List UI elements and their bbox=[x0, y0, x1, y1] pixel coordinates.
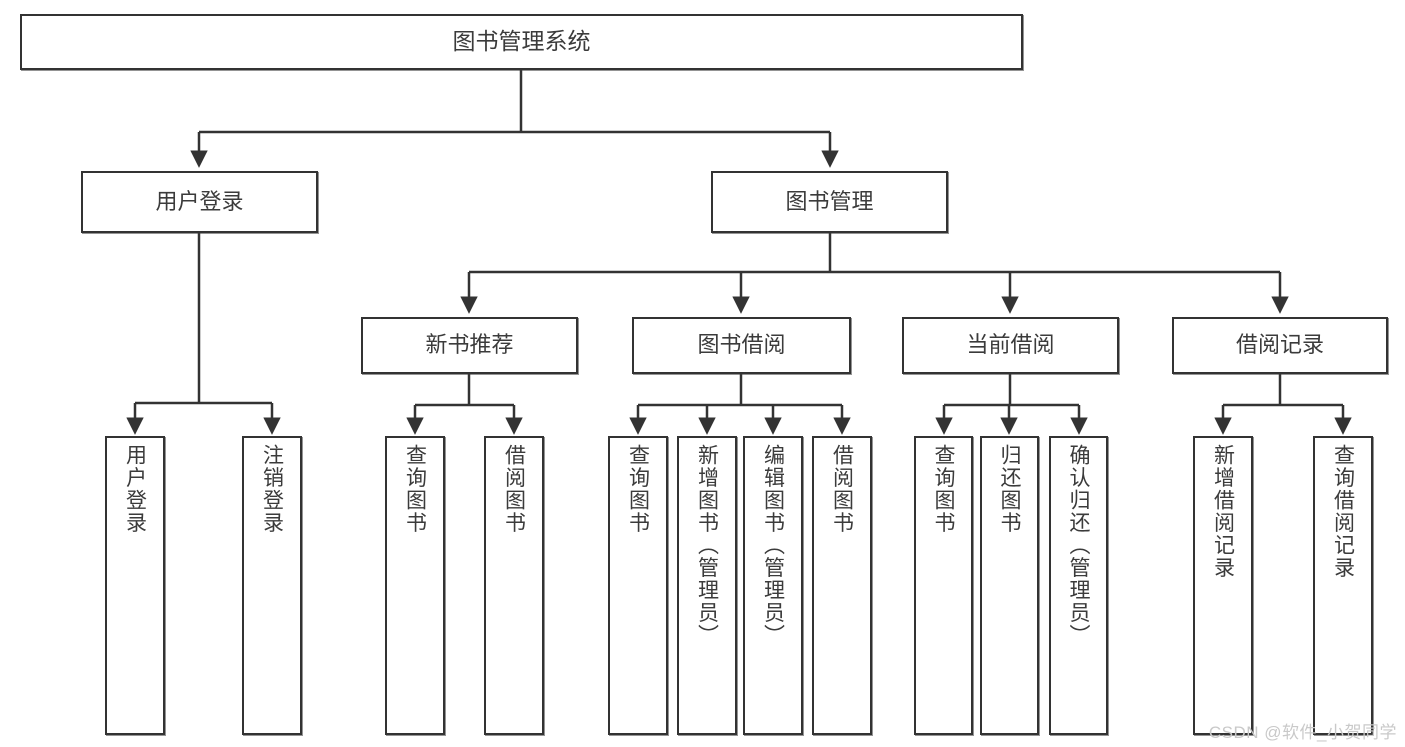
node-leaf-borrow-book-recommend[interactable]: 借阅图书 bbox=[484, 436, 544, 735]
node-leaf-query-book-recommend[interactable]: 查询图书 bbox=[385, 436, 445, 735]
node-leaf-return-book[interactable]: 归还图书 bbox=[980, 436, 1039, 735]
node-label: 查询图书 bbox=[626, 444, 650, 534]
node-label: 借阅记录 bbox=[1235, 332, 1324, 358]
node-label: 注销登录 bbox=[260, 444, 284, 534]
node-leaf-borrow-book[interactable]: 借阅图书 bbox=[812, 436, 872, 735]
node-label: 用户登录 bbox=[155, 188, 244, 214]
node-leaf-query-book-borrow[interactable]: 查询图书 bbox=[608, 436, 668, 735]
node-user-login[interactable]: 用户登录 bbox=[81, 171, 318, 233]
node-label: 归还图书 bbox=[998, 444, 1021, 534]
node-label: 新书推荐 bbox=[425, 332, 514, 358]
node-leaf-confirm-return-admin[interactable]: 确认归还（管理员） bbox=[1049, 436, 1108, 735]
node-leaf-edit-book-admin[interactable]: 编辑图书（管理员） bbox=[743, 436, 803, 735]
node-label: 当前借阅 bbox=[966, 332, 1055, 358]
node-label: 查询图书 bbox=[932, 444, 955, 534]
node-book-borrow[interactable]: 图书借阅 bbox=[632, 317, 851, 374]
node-root-book-management-system[interactable]: 图书管理系统 bbox=[20, 14, 1023, 70]
node-label: 新增图书（管理员） bbox=[695, 444, 719, 647]
node-label: 借阅图书 bbox=[830, 444, 854, 534]
node-label: 查询借阅记录 bbox=[1331, 444, 1355, 579]
node-leaf-user-login[interactable]: 用户登录 bbox=[105, 436, 165, 735]
node-label: 图书借阅 bbox=[697, 332, 786, 358]
node-leaf-logout[interactable]: 注销登录 bbox=[242, 436, 302, 735]
node-label: 确认归还（管理员） bbox=[1067, 444, 1090, 647]
node-new-book-recommend[interactable]: 新书推荐 bbox=[361, 317, 578, 374]
node-current-borrow[interactable]: 当前借阅 bbox=[902, 317, 1119, 374]
node-leaf-query-borrow-record[interactable]: 查询借阅记录 bbox=[1313, 436, 1373, 735]
node-label: 新增借阅记录 bbox=[1211, 444, 1235, 579]
node-book-management[interactable]: 图书管理 bbox=[711, 171, 948, 233]
node-leaf-add-book-admin[interactable]: 新增图书（管理员） bbox=[677, 436, 737, 735]
node-label: 图书管理 bbox=[785, 188, 874, 214]
node-label: 编辑图书（管理员） bbox=[761, 444, 785, 647]
node-leaf-query-book-current[interactable]: 查询图书 bbox=[914, 436, 973, 735]
node-label: 查询图书 bbox=[403, 444, 427, 534]
node-label: 借阅图书 bbox=[502, 444, 526, 534]
node-label: 用户登录 bbox=[123, 444, 147, 534]
node-label: 图书管理系统 bbox=[452, 28, 591, 55]
node-leaf-add-borrow-record[interactable]: 新增借阅记录 bbox=[1193, 436, 1253, 735]
node-borrow-record[interactable]: 借阅记录 bbox=[1172, 317, 1388, 374]
